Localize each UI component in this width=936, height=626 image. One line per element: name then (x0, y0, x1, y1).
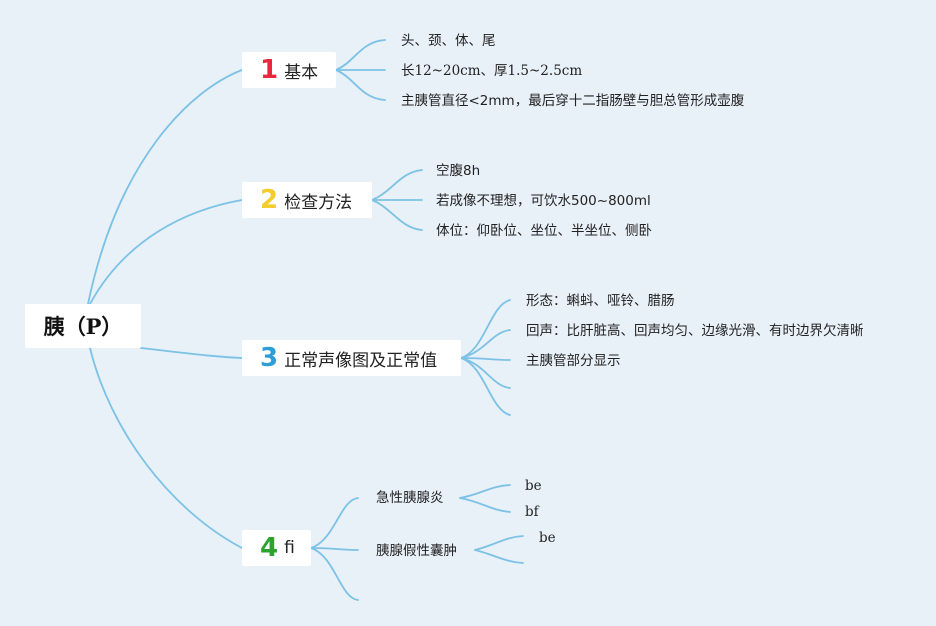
leaf-item: bf (525, 504, 539, 520)
branch-label: fi (284, 538, 295, 558)
branch-number-4: 4 (260, 533, 279, 563)
link-b4-s2 (310, 547, 359, 551)
root-title: 胰 (43, 315, 65, 339)
link-b2-l3 (371, 199, 423, 231)
root-node[interactable]: 胰（P） (25, 304, 141, 348)
link-b3-l3 (460, 357, 511, 361)
branch-number-1: 1 (260, 55, 279, 85)
link-root-b3 (140, 347, 243, 359)
branch-number-2: 2 (260, 185, 279, 215)
leaf-item: 体位：仰卧位、坐位、半坐位、侧卧 (436, 223, 652, 239)
link-s1-l2 (459, 497, 511, 513)
link-s1-l1 (459, 484, 511, 499)
link-b1-l1 (335, 39, 386, 71)
leaf-item: be (539, 530, 556, 546)
leaf-item: 回声：比肝脏高、回声均匀、边缘光滑、有时边界欠清晰 (526, 323, 864, 339)
link-root-b1 (87, 69, 243, 305)
branch-node-fi[interactable]: 4 fi (242, 530, 311, 566)
link-b4-s3 (310, 547, 359, 601)
link-s2-l2 (474, 549, 524, 564)
branch-label: 基本 (284, 62, 319, 83)
leaf-item: 若成像不理想，可饮水500~800ml (436, 193, 651, 209)
leaf-item: be (525, 478, 542, 494)
subtopic-acute-pancreatitis[interactable]: 急性胰腺炎 (376, 490, 444, 506)
link-root-b4 (89, 347, 243, 549)
link-s2-l1 (474, 535, 524, 551)
leaf-item: 头、颈、体、尾 (401, 33, 496, 49)
branch-node-normal-sonogram[interactable]: 3 正常声像图及正常值 (242, 340, 461, 376)
link-root-b2 (89, 199, 243, 305)
leaf-item: 主胰管部分显示 (526, 353, 621, 369)
link-b1-l3 (335, 69, 386, 101)
leaf-item: 空腹8h (436, 163, 481, 179)
subtopic-pseudocyst[interactable]: 胰腺假性囊肿 (376, 543, 457, 559)
leaf-item: 长12~20cm、厚1.5~2.5cm (401, 63, 583, 79)
leaf-item: 形态：蝌蚪、哑铃、腊肠 (526, 293, 675, 309)
link-b3-l5 (460, 357, 511, 416)
branch-label: 正常声像图及正常值 (284, 350, 438, 371)
branch-node-basic[interactable]: 1 基本 (242, 52, 336, 88)
root-paren-open: （ (64, 314, 86, 339)
leaf-item: 主胰管直径<2mm，最后穿十二指肠壁与胆总管形成壶腹 (401, 93, 745, 109)
link-b3-l1 (460, 299, 511, 359)
link-b4-s1 (310, 497, 359, 549)
root-paren-close: ） (101, 314, 123, 339)
branch-node-exam-method[interactable]: 2 检查方法 (242, 182, 372, 218)
branch-label: 检查方法 (284, 192, 353, 213)
branch-number-3: 3 (260, 343, 279, 373)
link-b3-l2 (460, 329, 511, 359)
root-abbr: P (85, 313, 102, 339)
link-b2-l1 (371, 169, 423, 201)
